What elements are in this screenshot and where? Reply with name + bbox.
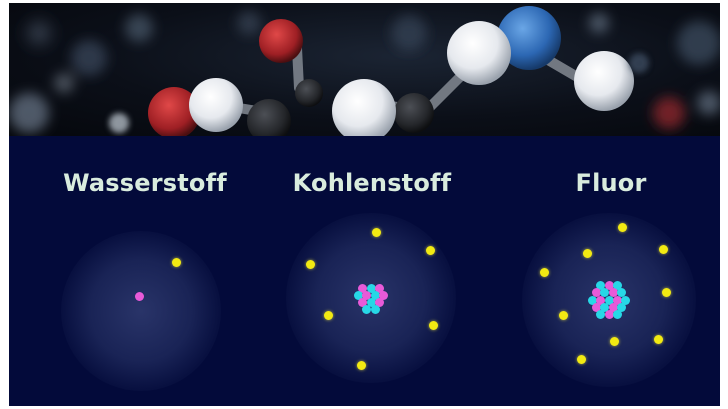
neutron (596, 281, 606, 291)
neutron (620, 295, 630, 305)
element-title-carbon: Kohlenstoff (292, 169, 452, 197)
neutron (600, 288, 610, 298)
proton (592, 288, 602, 298)
electron (429, 321, 438, 330)
proton (608, 288, 618, 298)
neutron (370, 290, 380, 300)
proton (604, 281, 614, 291)
electron (172, 258, 181, 267)
proton (374, 283, 384, 293)
neutron (354, 290, 364, 300)
proton (604, 309, 614, 319)
neutron (366, 283, 376, 293)
neutron (604, 295, 614, 305)
proton (374, 298, 384, 308)
electron (654, 335, 663, 344)
electron (662, 288, 671, 297)
element-title-fluorine: Fluor (575, 169, 647, 197)
proton (358, 283, 368, 293)
neutron (616, 302, 626, 312)
proton (596, 295, 606, 305)
electron (659, 245, 668, 254)
electron (324, 311, 333, 320)
proton (378, 290, 388, 300)
neutron (588, 295, 598, 305)
electron (372, 228, 381, 237)
proton (135, 292, 144, 301)
proton (608, 302, 618, 312)
proton (358, 298, 368, 308)
neutron (596, 309, 606, 319)
neutron (362, 305, 372, 315)
neutron (616, 288, 626, 298)
electron (306, 260, 315, 269)
atom-diagram-carbon (286, 213, 456, 383)
electron (540, 268, 549, 277)
atom-diagram-fluorine (522, 213, 696, 387)
electron (583, 249, 592, 258)
atom-diagram-hydrogen (61, 231, 221, 391)
electron (357, 361, 366, 370)
proton (592, 302, 602, 312)
electron-cloud (61, 231, 221, 391)
neutron (370, 305, 380, 315)
neutron (366, 298, 376, 308)
electron (577, 355, 586, 364)
element-title-hydrogen: Wasserstoff (63, 169, 227, 197)
video-stage: Wasserstoff Kohlenstoff Fluor (9, 3, 720, 406)
electron (618, 223, 627, 232)
neutron (612, 309, 622, 319)
proton (362, 290, 372, 300)
electron (559, 311, 568, 320)
molecule-banner-image (9, 3, 720, 136)
proton (612, 295, 622, 305)
neutron (600, 302, 610, 312)
molecule-render (9, 6, 720, 136)
electron (426, 246, 435, 255)
electron (610, 337, 619, 346)
neutron (612, 281, 622, 291)
